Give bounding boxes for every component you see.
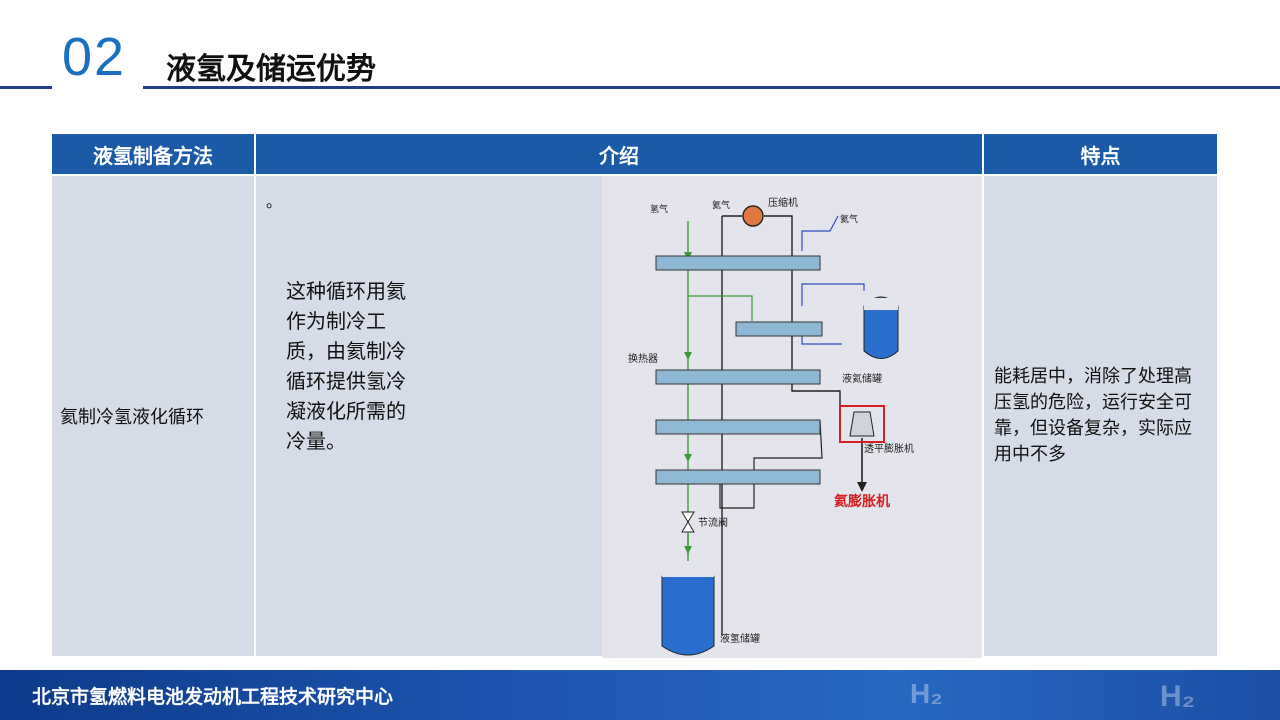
label-turbo-expander: 透平膨胀机 (864, 442, 914, 455)
intro-cell: 。 这种循环用氦作为制冷工质，由氦制冷循环提供氢冷凝液化所需的冷量。 (254, 174, 984, 658)
helium-out-line (801, 215, 839, 251)
footer-bar: 北京市氢燃料电池发动机工程技术研究中心 H₂ H₂ (0, 670, 1280, 720)
green-arrow-3 (684, 454, 692, 462)
comparison-table: 液氢制备方法 介绍 特点 氦制冷氢液化循环 。 这种循环用氦作为制冷工质，由氦制… (50, 132, 1219, 658)
column-header-intro: 介绍 (254, 132, 984, 176)
column-header-method: 液氢制备方法 (50, 132, 256, 176)
label-helium-expander: 氦膨胀机 (834, 493, 890, 510)
process-flow-svg: 氢气 氦气 压缩机 氦气 换热器 液氦储罐 透平膨胀机 氦膨胀机 节流阀 液氢储… (628, 196, 914, 656)
heat-exchanger-2 (735, 321, 823, 337)
intro-text: 这种循环用氦作为制冷工质，由氦制冷循环提供氢冷凝液化所需的冷量。 (286, 279, 406, 453)
label-compressor: 压缩机 (768, 196, 798, 209)
expander-arrowhead (857, 482, 867, 492)
expander-icon (849, 411, 875, 437)
footer-org-name: 北京市氢燃料电池发动机工程技术研究中心 (32, 686, 394, 708)
header-rule-left (0, 86, 52, 89)
heat-exchanger-3 (655, 369, 821, 385)
blue-return-line (801, 283, 865, 306)
heat-exchanger-1 (655, 255, 821, 271)
small-tank-top (864, 298, 898, 310)
page-title: 液氢及储运优势 (166, 52, 376, 87)
header-rule-right (143, 86, 1280, 89)
green-arrow-2 (684, 352, 692, 360)
expander-highlight-box (839, 405, 885, 443)
label-helium-in: 氦气 (712, 199, 730, 211)
compressor-icon (742, 205, 764, 227)
big-tank-top (662, 561, 714, 577)
label-heat-exchanger: 换热器 (628, 352, 658, 365)
label-hydrogen-in: 氢气 (650, 203, 668, 215)
feature-cell: 能耗居中，消除了处理高压氢的危险，运行安全可靠，但设备复杂，实际应用中不多 (982, 174, 1219, 658)
blue-return-line-2 (801, 336, 842, 345)
h2-logo-1: H₂ (910, 678, 943, 709)
label-helium-out: 氦气 (840, 213, 858, 225)
helium-liquefaction-diagram: 氢气 氦气 压缩机 氦气 换热器 液氦储罐 透平膨胀机 氦膨胀机 节流阀 液氢储… (602, 176, 982, 658)
big-tank (661, 564, 715, 656)
table-row: 氦制冷氢液化循环 。 这种循环用氦作为制冷工质，由氦制冷循环提供氢冷凝液化所需的… (50, 174, 1219, 658)
column-header-feature: 特点 (982, 132, 1219, 176)
label-lh2-tank-big: 液氢储罐 (720, 632, 760, 645)
label-throttle-valve: 节流阀 (698, 516, 728, 529)
throttle-valve-icon (681, 511, 695, 533)
heat-exchanger-4 (655, 419, 821, 435)
heat-exchanger-5 (655, 469, 821, 485)
h2-logo-2: H₂ (1160, 680, 1195, 713)
hydrogen-branch (688, 295, 753, 321)
section-number: 02 (62, 27, 127, 87)
table-header-row: 液氢制备方法 介绍 特点 (50, 132, 1219, 176)
method-cell: 氦制冷氢液化循环 (50, 174, 256, 658)
intro-dot: 。 (266, 192, 283, 211)
label-lh2-tank-small: 液氦储罐 (842, 372, 882, 385)
helium-loop-right (764, 215, 841, 421)
